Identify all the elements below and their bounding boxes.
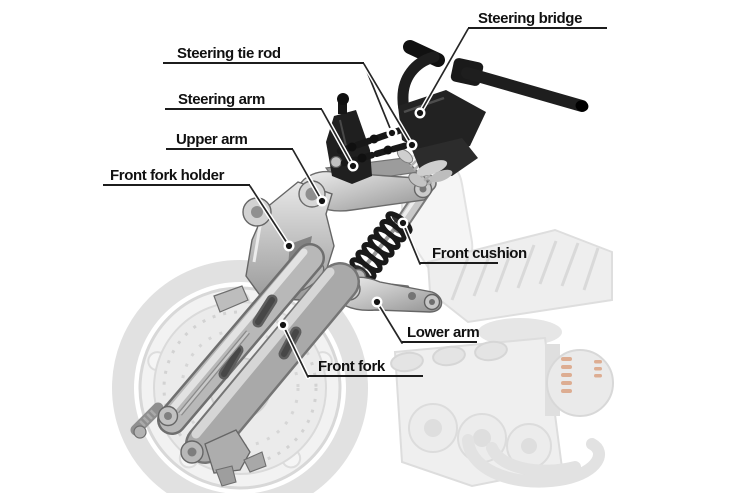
ghost-valve-covers: [390, 340, 508, 373]
label-upper-arm: Upper arm: [166, 131, 293, 150]
label-lower-arm: Lower arm: [402, 324, 480, 343]
label-steering-arm: Steering arm: [165, 91, 322, 110]
marker-front-fork-holder: [283, 240, 295, 252]
fork-caliper-tab: [213, 285, 249, 313]
leader-lines: [247, 26, 471, 380]
leader-lower-arm: [374, 299, 405, 346]
marker-upper-arm: [316, 195, 328, 207]
marker-front-fork: [277, 319, 289, 331]
marker-lower-arm: [371, 296, 383, 308]
ghost-copper-fins: [561, 357, 602, 393]
label-front-fork-holder: Front fork holder: [103, 167, 250, 186]
front-fork-part: [130, 243, 360, 487]
leader-steering-bridge: [417, 26, 471, 116]
marker-steering-tie-rod-left: [386, 127, 398, 139]
leader-upper-arm: [290, 147, 325, 204]
steering-bridge-part: [397, 40, 589, 183]
fork-bottom-bracket: [180, 429, 267, 487]
ghost-alternator: [545, 344, 614, 417]
leader-front-fork-holder: [247, 183, 292, 249]
label-front-fork: Front fork: [308, 358, 423, 377]
label-steering-bridge: Steering bridge: [468, 10, 607, 29]
ghost-frame-ribs: [450, 240, 600, 301]
leader-front-fork: [280, 322, 311, 380]
motorcycle-body-ghost: [390, 153, 614, 488]
fork-axle: [130, 402, 179, 439]
label-front-cushion: Front cushion: [420, 245, 527, 264]
marker-front-cushion: [397, 217, 409, 229]
ghost-exhaust: [462, 434, 605, 488]
leader-steering-arm: [319, 107, 356, 169]
part-markers: [277, 107, 426, 331]
marker-steering-bridge: [414, 107, 426, 119]
marker-steering-tie-rod-right: [406, 139, 418, 151]
right-handlebar: [461, 67, 588, 112]
label-steering-tie-rod: Steering tie rod: [163, 45, 364, 64]
marker-steering-arm: [347, 160, 359, 172]
leader-steering-tie-rod: [361, 61, 415, 148]
leader-front-cushion: [400, 220, 423, 267]
